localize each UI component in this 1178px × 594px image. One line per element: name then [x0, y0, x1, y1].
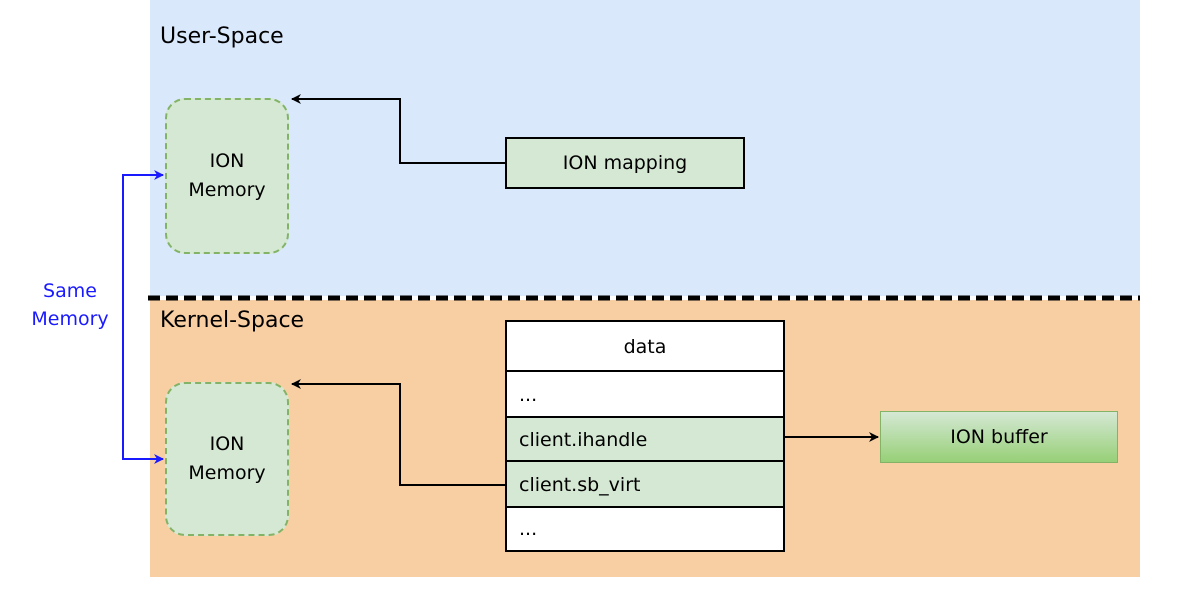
ion-memory-kernel-line1: ION	[209, 433, 245, 455]
data-struct-header: data	[623, 336, 667, 358]
ion-memory-kernel: ION Memory	[165, 382, 289, 536]
data-struct-row-ihandle: client.ihandle	[507, 416, 783, 462]
ion-mapping-box: ION mapping	[505, 137, 745, 189]
ion-buffer-box: ION buffer	[880, 411, 1118, 463]
same-memory-bracket-top	[122, 170, 164, 297]
data-struct-row-sb-virt: client.sb_virt	[507, 460, 783, 508]
arrow-sb-virt-to-ion-memory-kernel	[291, 379, 505, 486]
data-struct-row-ellipsis-top: ...	[507, 370, 783, 418]
user-kernel-separator	[148, 295, 1140, 301]
same-memory-line2: Memory	[31, 308, 109, 330]
data-struct-row-ellipsis-bottom: ...	[507, 506, 783, 550]
ion-mapping-label: ION mapping	[562, 152, 688, 174]
ion-memory-kernel-line2: Memory	[188, 462, 266, 484]
ion-memory-user-line2: Memory	[188, 179, 266, 201]
user-space-title: User-Space	[160, 24, 284, 49]
same-memory-label: Same Memory	[20, 277, 120, 333]
same-memory-line1: Same	[43, 280, 97, 302]
ion-memory-user-line1: ION	[209, 150, 245, 172]
ion-memory-user: ION Memory	[165, 98, 289, 254]
ion-buffer-label: ION buffer	[950, 426, 1048, 448]
kernel-space-title: Kernel-Space	[160, 308, 305, 333]
data-struct-table: data ... client.ihandle client.sb_virt .…	[505, 320, 785, 552]
arrow-ion-mapping-to-ion-memory-user	[291, 94, 505, 164]
same-memory-bracket-bottom	[122, 297, 164, 464]
